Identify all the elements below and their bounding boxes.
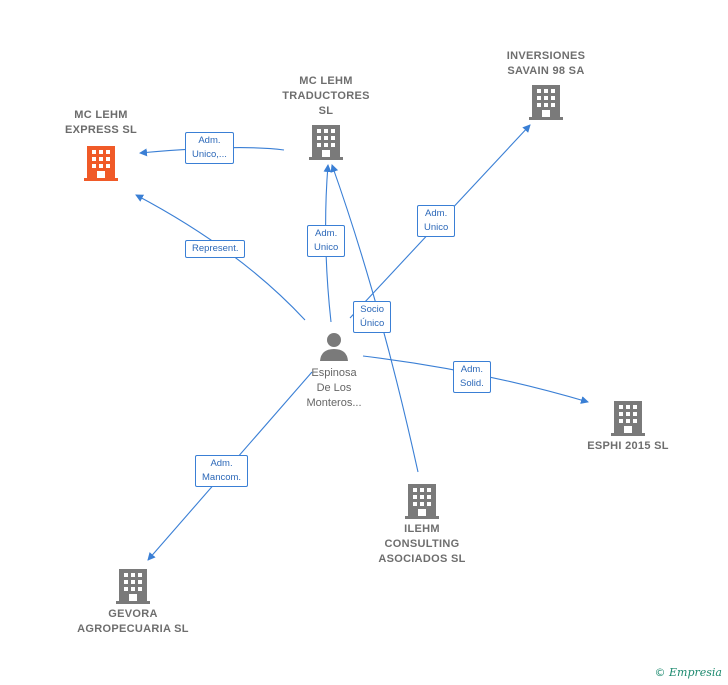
node-ilehm[interactable]: ILEHM CONSULTING ASOCIADOS SL <box>367 482 477 567</box>
person-icon <box>320 333 348 361</box>
node-mc-lehm-express[interactable]: MC LEHM EXPRESS SL <box>46 108 156 182</box>
building-icon <box>84 146 118 181</box>
node-espinosa[interactable]: Espinosa De Los Monteros... <box>279 330 389 411</box>
edge-label-adm-unico-trunc[interactable]: Adm. Unico,... <box>185 132 234 164</box>
copyright-icon: © <box>654 666 666 679</box>
node-label: MC LEHM TRADUCTORES SL <box>282 75 370 117</box>
building-icon <box>611 401 645 436</box>
brand-name: Empresia <box>669 666 722 679</box>
edge-label-adm-unico-traductores[interactable]: Adm. Unico <box>307 225 346 257</box>
edge-label-adm-unico-inversiones[interactable]: Adm. Unico <box>417 205 456 237</box>
node-label: INVERSIONES SAVAIN 98 SA <box>506 50 586 77</box>
edge-label-adm-mancom[interactable]: Adm. Mancom. <box>195 455 249 487</box>
node-label: GEVORA AGROPECUARIA SL <box>77 608 189 635</box>
node-label: Espinosa De Los Monteros... <box>306 367 362 409</box>
edge-label-adm-solid[interactable]: Adm. Solid. <box>453 361 491 393</box>
node-gevora[interactable]: GEVORA AGROPECUARIA SL <box>68 567 198 637</box>
brand-footer: © Empresia <box>655 666 723 679</box>
building-icon <box>309 125 343 160</box>
building-icon <box>116 569 150 604</box>
edge-label-socio-unico[interactable]: Socio Único <box>353 301 392 333</box>
node-label: MC LEHM EXPRESS SL <box>64 109 138 136</box>
building-icon <box>529 85 563 120</box>
node-mc-lehm-traductores[interactable]: MC LEHM TRADUCTORES SL <box>271 74 381 161</box>
building-icon <box>405 484 439 519</box>
node-label: ILEHM CONSULTING ASOCIADOS SL <box>378 523 466 565</box>
edge-label-represent[interactable]: Represent. <box>185 240 246 258</box>
node-label: ESPHI 2015 SL <box>587 440 669 452</box>
node-esphi[interactable]: ESPHI 2015 SL <box>573 399 683 454</box>
node-inversiones-savain[interactable]: INVERSIONES SAVAIN 98 SA <box>491 49 601 121</box>
